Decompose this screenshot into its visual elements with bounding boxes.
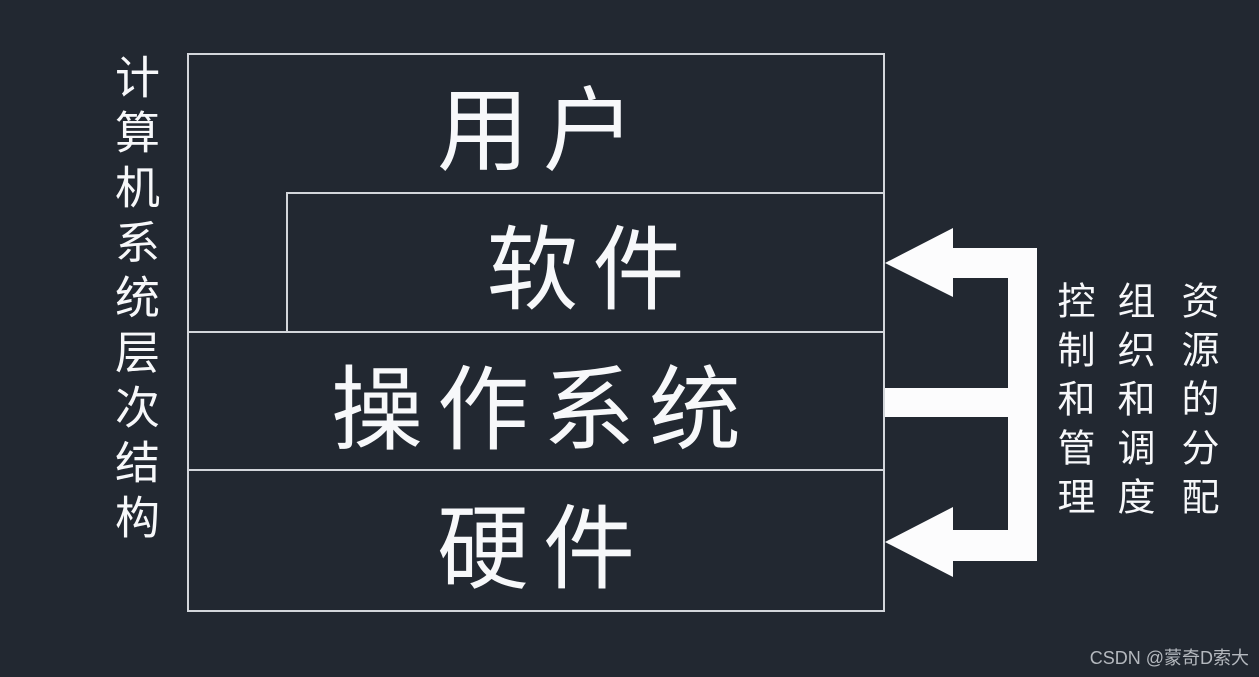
arrow-annotation-control-manage: 控制和管理 bbox=[1051, 281, 1095, 526]
arrow-annotation-resource-allocation: 资源的分配 bbox=[1175, 281, 1219, 526]
hardware-layer-divider bbox=[187, 469, 885, 471]
software-layer-label: 软件 bbox=[486, 217, 699, 324]
double-headed-bracket-arrow-shape bbox=[885, 228, 1037, 577]
os-control-arrow-icon bbox=[885, 228, 1037, 577]
watermark: CSDN @蒙奇D索大 bbox=[1089, 648, 1249, 668]
arrow-annotation-organize-schedule: 组织和调度 bbox=[1111, 281, 1155, 526]
hardware-layer-label: 硬件 bbox=[436, 495, 649, 603]
diagram-vertical-title: 计算机系统层次结构 bbox=[107, 54, 160, 549]
user-layer-label: 用户 bbox=[436, 77, 649, 185]
os-layer-label: 操作系统 bbox=[330, 356, 755, 464]
os-layer-divider bbox=[187, 331, 885, 333]
